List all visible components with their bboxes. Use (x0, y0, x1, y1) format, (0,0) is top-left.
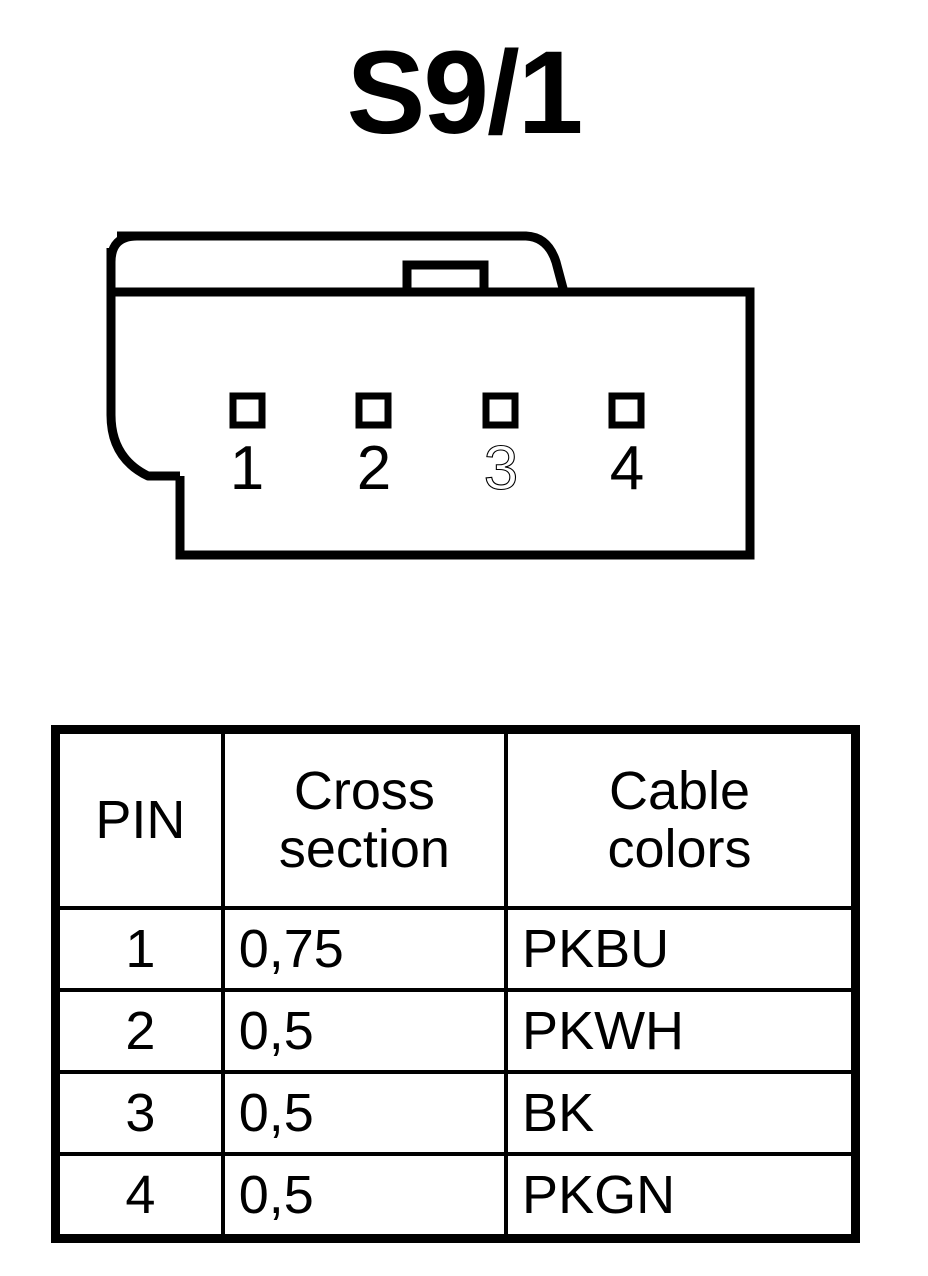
pin-number-4: 4 (609, 434, 645, 503)
pin-number-2: 2 (356, 434, 392, 503)
cell-pin: 2 (54, 988, 225, 1074)
column-header-cross-section: Cross section (220, 728, 509, 910)
pin-cavity-4 (608, 392, 645, 429)
cell-cable-colors: PKWH (504, 988, 857, 1074)
latch-top-arc (117, 231, 569, 294)
connector-body-outline (111, 287, 755, 560)
table-body: 1 0,75 PKBU 2 0,5 PKWH 3 0,5 BK 4 0,5 PK… (54, 906, 857, 1240)
table-row: 1 0,75 PKBU (54, 906, 857, 992)
pin-cavity-3 (482, 392, 519, 429)
page-title: S9/1 (346, 27, 584, 159)
cell-cable-colors: PKGN (504, 1152, 857, 1240)
pin-assignment-table: PIN Cross section Cable colors 1 0,75 PK… (51, 725, 860, 1243)
pin-cavity-1 (229, 392, 266, 429)
column-header-cross-section-line1: Cross (293, 760, 435, 821)
pin-cavity-2 (355, 392, 392, 429)
column-header-cable-colors: Cable colors (504, 728, 857, 910)
cell-cross-section: 0,75 (220, 906, 509, 992)
latch-corner (106, 231, 138, 263)
pin-assignment-table-container: PIN Cross section Cable colors 1 0,75 PK… (51, 725, 860, 1243)
column-header-cable-colors-line1: Cable (608, 760, 751, 821)
column-header-cross-section-line2: section (278, 819, 450, 879)
table-row: 4 0,5 PKGN (54, 1152, 857, 1240)
column-header-pin: PIN (54, 728, 225, 910)
cell-pin: 4 (54, 1152, 225, 1240)
cell-cable-colors: BK (504, 1070, 857, 1156)
cell-cross-section: 0,5 (220, 1070, 509, 1156)
keying-notch (402, 260, 489, 292)
connector-diagram: 1 2 3 4 (80, 210, 800, 590)
table-header: PIN Cross section Cable colors (54, 728, 857, 910)
cell-pin: 1 (54, 906, 225, 992)
cell-pin: 3 (54, 1070, 225, 1156)
connector-outline-svg (106, 231, 755, 560)
pin-number-1: 1 (229, 434, 265, 503)
column-header-pin-label: PIN (95, 789, 186, 850)
table-header-row: PIN Cross section Cable colors (54, 728, 857, 910)
table-row: 2 0,5 PKWH (54, 988, 857, 1074)
table-row: 3 0,5 BK (54, 1070, 857, 1156)
cell-cable-colors: PKBU (504, 906, 857, 992)
latch-left-wall (106, 248, 180, 481)
cell-cross-section: 0,5 (220, 988, 509, 1074)
pin-number-3: 3 (483, 434, 519, 503)
column-header-cable-colors-line2: colors (607, 819, 752, 879)
cell-cross-section: 0,5 (220, 1152, 509, 1240)
